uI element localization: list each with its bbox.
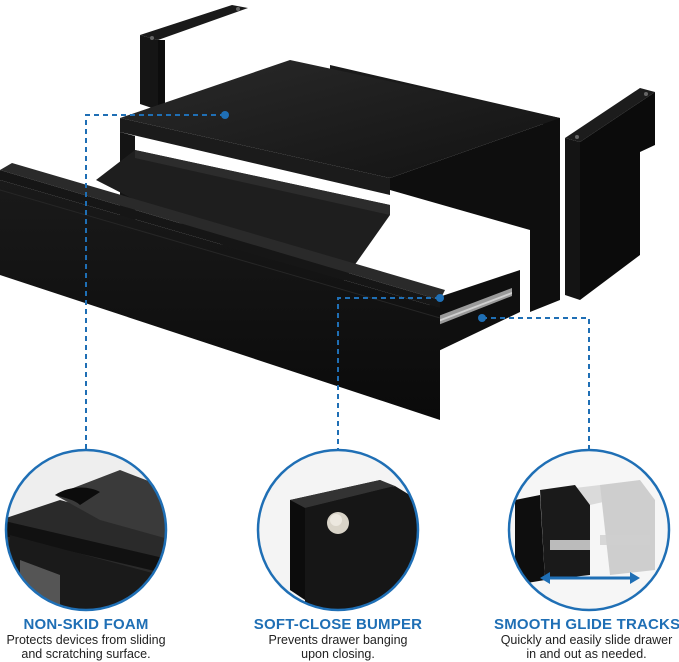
detail-circle-foam (4, 448, 168, 612)
callout-tracks (482, 317, 590, 450)
feature-desc-foam-line2: and scratching surface. (21, 647, 151, 661)
under-desk-drawer (0, 5, 655, 420)
feature-desc-bumper-line1: Prevents drawer banging (268, 633, 408, 647)
detail-circle-tracks (507, 448, 671, 612)
feature-title-tracks: SMOOTH GLIDE TRACKS (494, 616, 679, 633)
right-mount-bracket (565, 88, 655, 142)
callout-dot-foam (221, 111, 229, 119)
feature-desc-tracks-line1: Quickly and easily slide drawer (500, 633, 673, 647)
callout-lines (85, 114, 590, 450)
callout-foam (85, 114, 225, 450)
drawer-front (0, 180, 440, 420)
feature-desc-foam-line1: Protects devices from sliding (6, 633, 166, 647)
feature-desc-tracks-line2: in and out as needed. (526, 647, 647, 661)
feature-title-foam: NON-SKID FOAM (23, 616, 149, 633)
callout-bumper (337, 297, 440, 450)
callout-dot-bumper (436, 294, 444, 302)
left-mount-bracket (140, 5, 248, 40)
feature-title-bumper: SOFT-CLOSE BUMPER (253, 616, 423, 633)
drawer-side (430, 270, 520, 355)
feature-desc-bumper-line2: upon closing. (301, 647, 375, 661)
detail-circle-bumper (256, 448, 420, 612)
drawer-lip (0, 163, 445, 300)
callout-dot-tracks (478, 314, 486, 322)
housing-right-side (390, 118, 560, 312)
housing-top (120, 60, 560, 178)
